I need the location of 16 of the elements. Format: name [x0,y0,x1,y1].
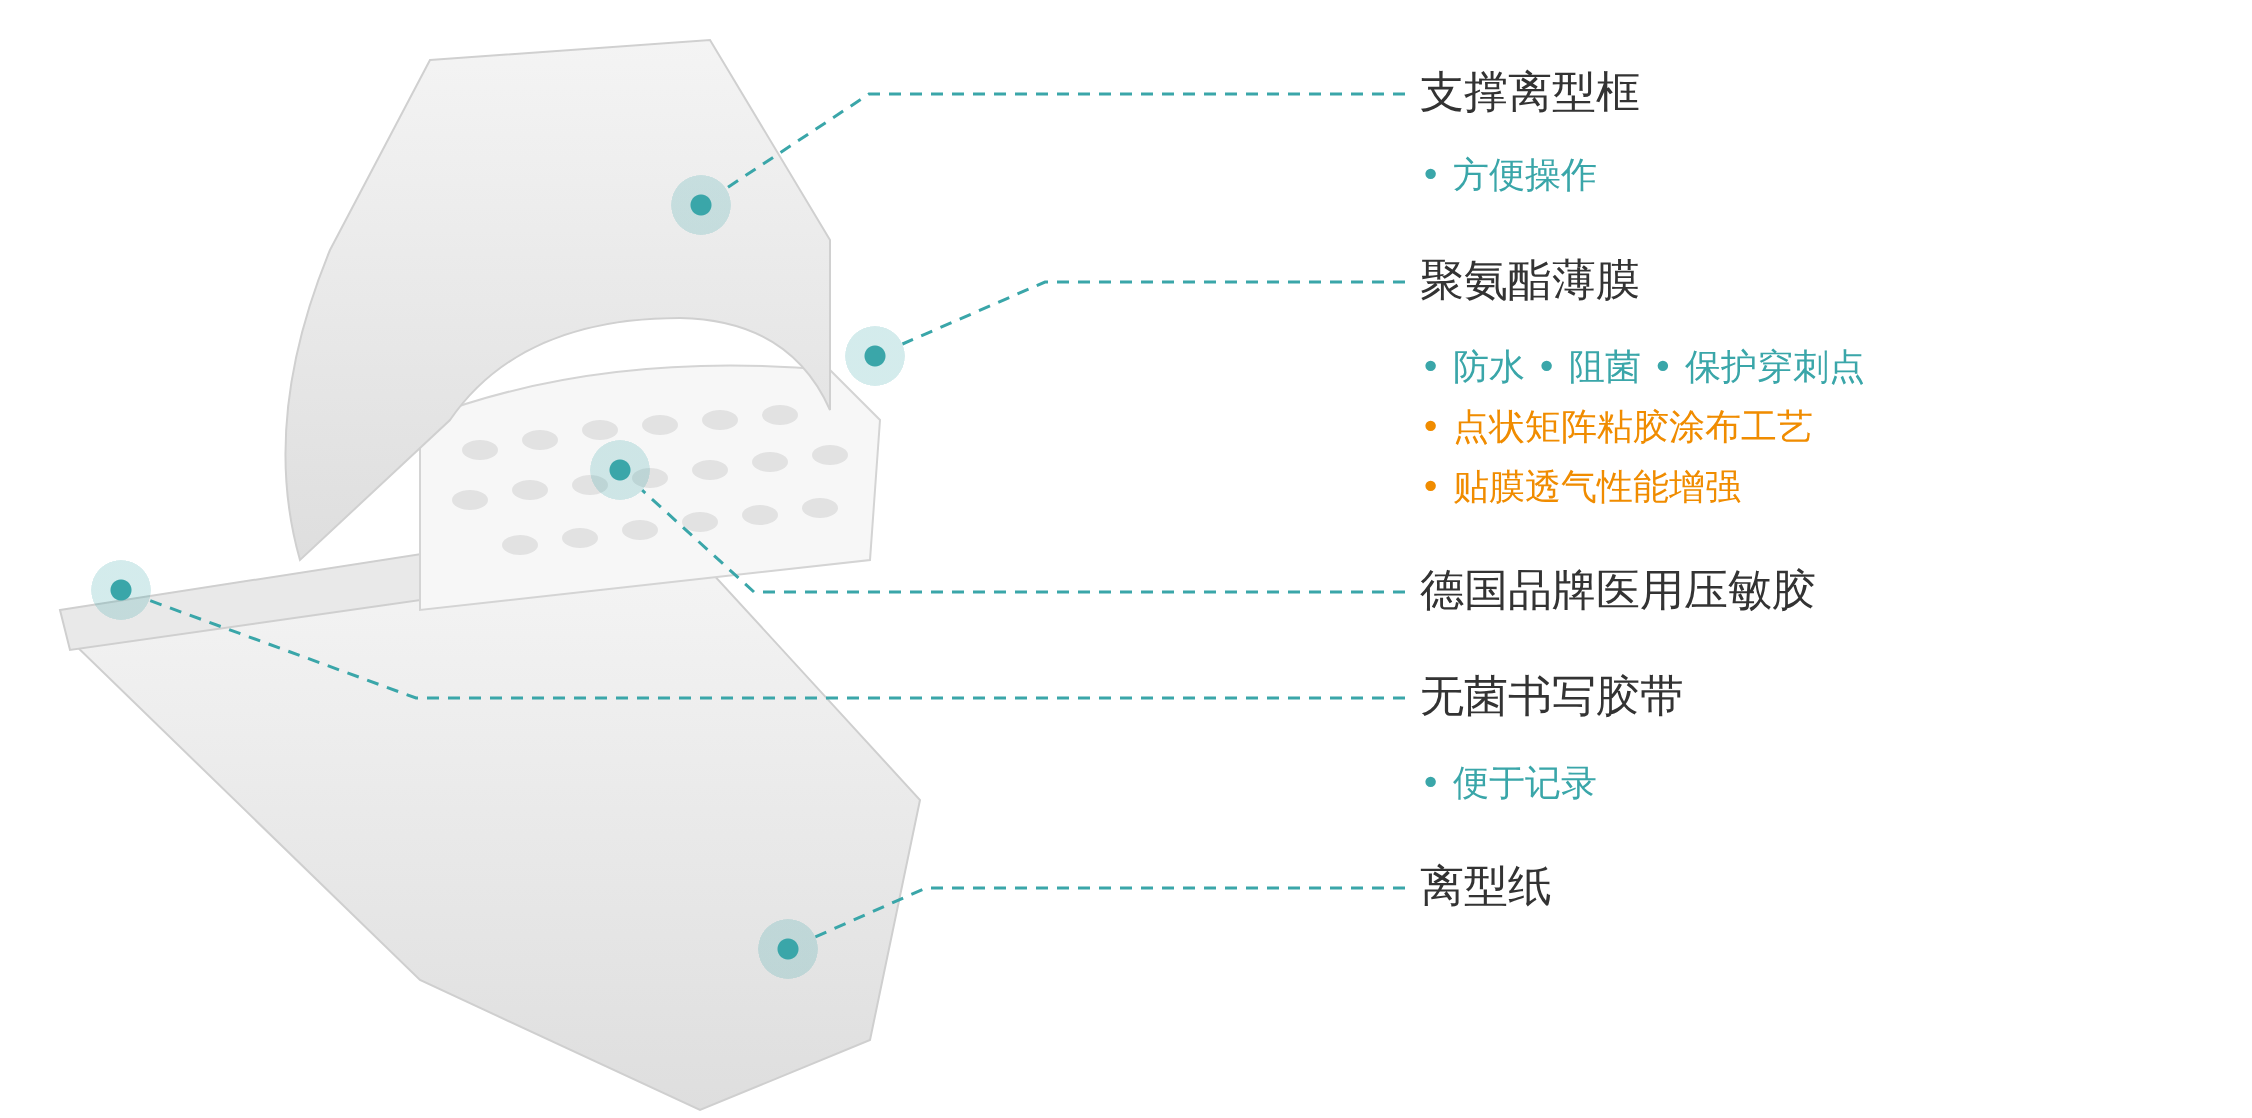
feature-note: • 方便操作 [1420,153,1597,197]
marker-dot [845,326,905,386]
part-name: 支撑离型框 [1420,65,1640,119]
feature-note: • 贴膜透气性能增强 [1420,465,1741,509]
leader-line [148,598,1405,700]
part-name: 离型纸 [1420,859,1552,913]
part-name: 德国品牌医用压敏胶 [1420,563,1816,617]
part-name: 无菌书写胶带 [1420,669,1684,723]
feature-note: • 点状矩阵粘胶涂布工艺 [1420,405,1813,449]
feature-note: • 防水 • 阻菌 • 保护穿刺点 [1420,345,1865,389]
part-name: 聚氨酯薄膜 [1420,253,1640,307]
leader-line [814,886,1405,939]
feature-note: • 便于记录 [1420,761,1597,805]
leader-line [641,489,1405,594]
leader-line [725,92,1405,190]
leader-line [901,280,1405,346]
